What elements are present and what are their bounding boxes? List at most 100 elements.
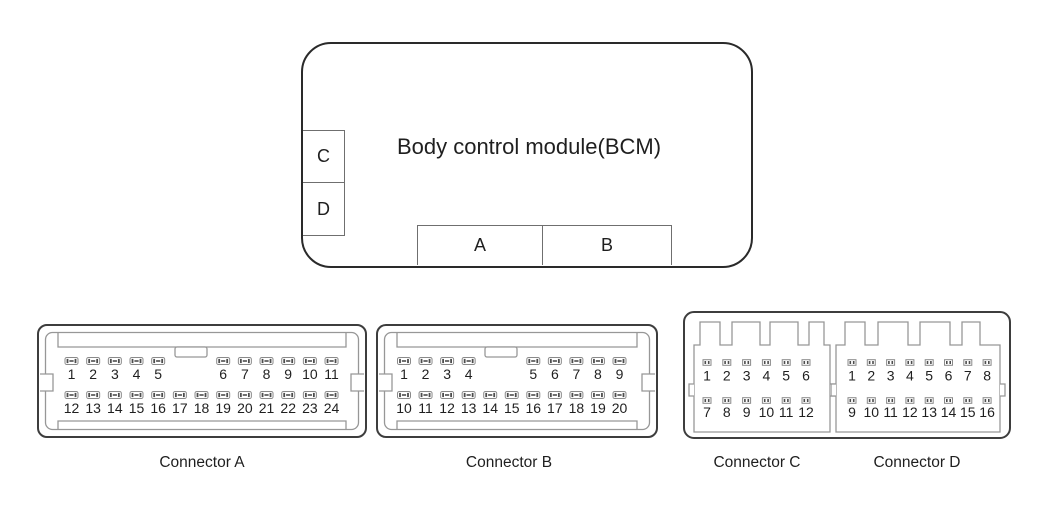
connector-d-pin-8: 8 [982,359,992,384]
connector-b-housing [376,324,658,438]
pin-number: 17 [172,400,188,416]
terminal-icon [982,397,992,404]
pin-number: 9 [743,404,751,420]
connector-a-pin-1: 1 [64,357,79,382]
terminal-icon [847,397,857,404]
pin-number: 14 [107,400,123,416]
connector-a-right-notch [350,373,364,392]
pin-number: 15 [504,400,520,416]
connector-b-pin-8: 8 [590,357,605,382]
pin-number: 11 [779,404,794,420]
connector-d-pin-15: 15 [960,397,976,420]
connector-a-pin-6: 6 [216,357,231,382]
pin-number: 1 [848,368,856,384]
connector-a-pin-8: 8 [259,357,274,382]
connector-a-pin-3: 3 [107,357,122,382]
bcm-slot-d: D [303,183,345,236]
connector-d-pin-13: 13 [921,397,937,420]
pin-number: 5 [782,368,790,384]
terminal-icon [781,359,791,366]
pin-number: 11 [418,400,433,416]
connector-a-pin-20: 20 [237,391,253,416]
connector-a-pin-16: 16 [150,391,166,416]
connector-c-pin-1: 1 [702,359,712,384]
connector-a-pin-18: 18 [194,391,210,416]
connector-d-pin-2: 2 [866,359,876,384]
connector-c-pin-5: 5 [781,359,791,384]
pin-number: 3 [743,368,751,384]
terminal-icon [924,397,934,404]
pin-number: 7 [964,368,972,384]
connector-b-pin-12: 12 [439,391,455,416]
connector-a-pin-22: 22 [280,391,296,416]
pin-number: 20 [237,400,253,416]
pin-number: 5 [154,366,162,382]
pin-number: 16 [979,404,995,420]
connector-d-pin-6: 6 [944,359,953,384]
bcm-slot-c-label: C [317,146,330,166]
connector-d-pin-9: 9 [847,397,857,420]
connector-a-pin-24: 24 [324,391,340,416]
terminal-icon [847,359,857,366]
pin-number: 9 [616,366,624,382]
connector-a-pin-5: 5 [151,357,166,382]
terminal-icon [742,397,752,404]
pin-number: 4 [906,368,914,384]
terminal-icon [801,397,811,404]
connector-a-housing [37,324,367,438]
connector-c-pin-12: 12 [798,397,814,420]
bcm-slot-a-label: A [473,235,486,255]
pin-number: 16 [150,400,166,416]
connector-a-pin-14: 14 [107,391,123,416]
bcm-slot-b-label: B [600,235,613,255]
pin-number: 8 [594,366,602,382]
connector-b-pin-3: 3 [440,357,455,382]
pin-number: 1 [703,368,711,384]
connector-c-insert [693,321,831,433]
terminal-icon [702,359,712,366]
terminal-icon [886,397,896,404]
connector-a-pin-11: 11 [324,357,339,382]
connector-a-pin-17: 17 [172,391,188,416]
pin-number: 9 [284,366,292,382]
pin-number: 8 [263,366,271,382]
pin-number: 8 [983,368,991,384]
connector-c-pin-4: 4 [761,359,771,384]
connector-b-pin-19: 19 [590,391,606,416]
pin-number: 6 [802,368,810,384]
pin-number: 6 [945,368,953,384]
connector-d-pin-12: 12 [902,397,918,420]
connector-d-pin-5: 5 [924,359,934,384]
connector-d-pin-3: 3 [886,359,896,384]
terminal-icon [905,397,915,404]
pin-number: 4 [763,368,771,384]
connector-c-left-notch [688,383,694,397]
pin-number: 18 [194,400,210,416]
pin-number: 7 [241,366,249,382]
connector-c-pin-10: 10 [759,397,774,420]
terminal-icon [866,359,876,366]
connector-a-caption: Connector A [159,454,245,471]
pin-number: 23 [302,400,318,416]
pin-number: 7 [703,404,711,420]
connector-b-pin-4: 4 [461,357,476,382]
connector-b-pin-2: 2 [418,357,433,382]
pin-number: 12 [64,400,80,416]
terminal-icon [801,359,811,366]
pin-number: 12 [798,404,814,420]
pin-number: 24 [324,400,340,416]
terminal-icon [761,359,771,366]
pin-number: 13 [921,404,937,420]
pin-number: 14 [941,404,957,420]
connector-b-lock-tab [484,346,518,358]
connector-a-pin-2: 2 [86,357,101,382]
pin-number: 5 [925,368,933,384]
connector-a-pin-13: 13 [85,391,101,416]
terminal-icon [944,397,953,404]
terminal-icon [982,359,992,366]
pin-number: 12 [439,400,455,416]
